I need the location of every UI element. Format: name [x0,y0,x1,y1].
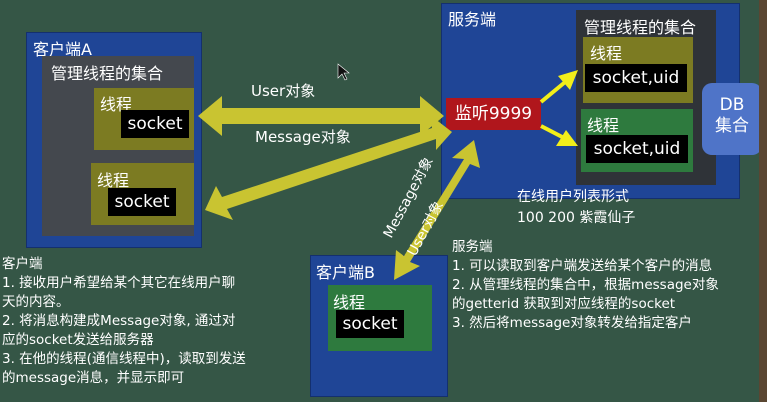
db-line1: DB [719,95,745,115]
client-a-thread-2-label: 线程 [97,171,130,190]
server-notes-line-2: 2. 从管理线程的集合中，根据message对象 [452,277,719,293]
server-thread-1-socket: socket,uid [585,64,687,92]
client-notes: 客户端 1. 接收用户希望给某个其它在线用户聊 天的内容。 2. 将消息构建成M… [2,255,246,388]
server-thread-1-label: 线程 [590,44,623,63]
online-list-title: 在线用户列表形式 [517,189,629,205]
client-a-thread-2-socket: socket [108,188,176,216]
client-b-title: 客户端B [316,263,375,282]
server-thread-2-label: 线程 [587,116,620,135]
client-a-thread-1-label: 线程 [100,95,133,114]
db-line2: 集合 [715,116,749,136]
server-notes-line-4: 3. 然后将message对象转发给指定客户 [452,315,692,331]
user-object-label: User对象 [251,82,316,100]
client-notes-line-6: 的message消息，并显示即可 [2,370,185,386]
client-a-title: 客户端A [33,40,92,59]
client-a-group-title: 管理线程的集合 [51,64,164,83]
client-notes-line-5: 3. 在他的线程(通信线程中)，读取到发送 [2,351,246,367]
message-object-arrow [205,115,452,220]
server-notes-line-1: 1. 可以读取到客户端发送给某个客户的消息 [452,258,713,274]
client-a-thread-1-socket: socket [121,110,189,138]
server-title: 服务端 [448,10,497,29]
server-notes-title: 服务端 [452,239,493,255]
server-listen-port: 监听9999 [446,98,541,130]
server-group-title: 管理线程的集合 [584,18,697,37]
client-notes-line-4: 应的socket发送给服务器 [2,332,154,348]
client-b-thread-label: 线程 [333,293,366,312]
client-notes-line-1: 1. 接收用户希望给某个其它在线用户聊 [2,275,236,291]
server-notes-line-3: 的getterid 获取到对应线程的socket [452,296,676,312]
server-client-b-arrow [394,140,480,280]
client-notes-line-2: 天的内容。 [2,294,70,310]
db-collection: DB 集合 [702,83,762,155]
listen-to-thread-1-arrow [539,70,578,104]
board-frame-edge [759,0,767,402]
online-list-example: 100 200 紫霞仙子 [517,210,636,226]
client-b-thread-socket: socket [336,310,404,338]
client-notes-line-3: 2. 将消息构建成Message对象, 通过对 [2,313,236,329]
server-notes: 服务端 1. 可以读取到客户端发送给某个客户的消息 2. 从管理线程的集合中，根… [452,238,719,333]
client-notes-title: 客户端 [2,256,43,272]
message-object-label: Message对象 [255,128,351,146]
server-thread-2-socket: socket,uid [586,135,688,163]
listen-to-thread-2-arrow [540,124,578,146]
user-object-arrow [198,96,444,136]
